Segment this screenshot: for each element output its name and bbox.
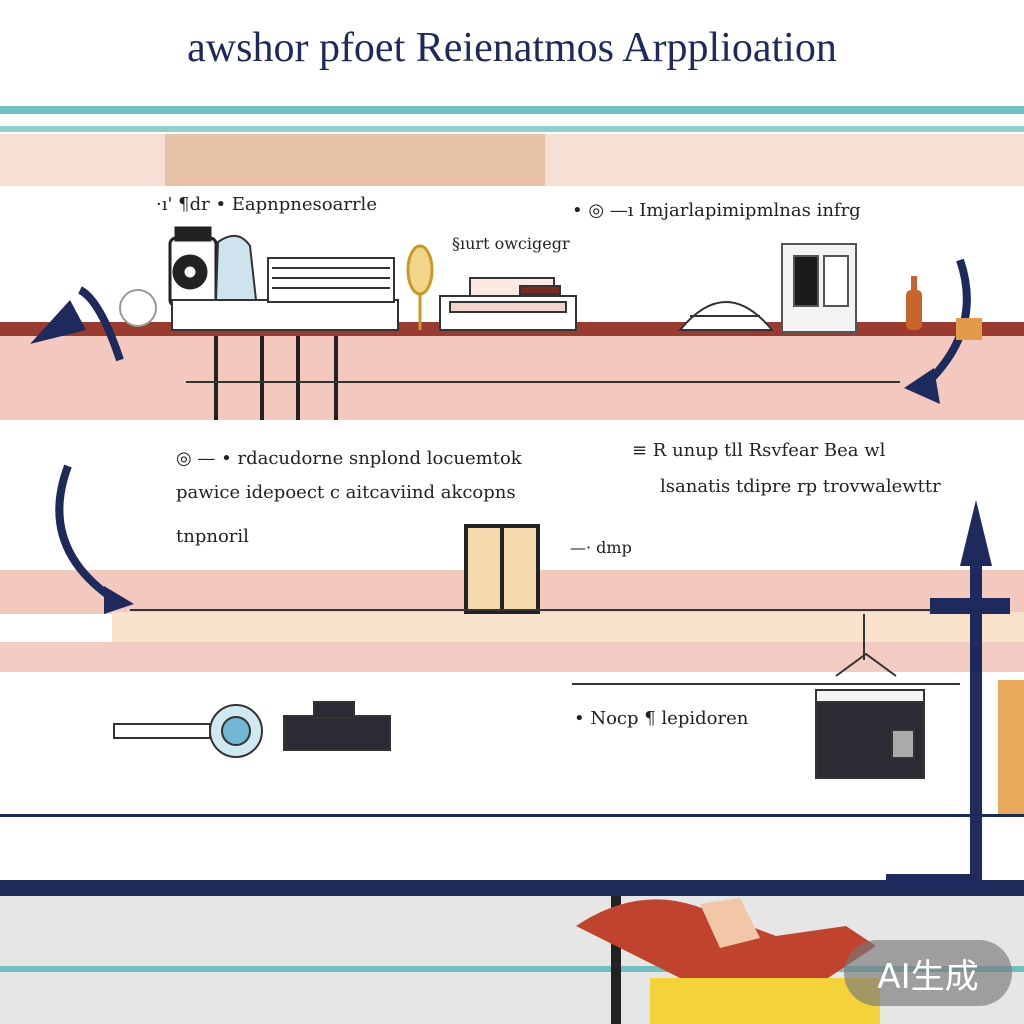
control-box-icon xyxy=(815,652,925,779)
peach-strip xyxy=(112,612,1024,642)
dome-icon xyxy=(677,301,775,331)
wheat-icon xyxy=(406,244,434,330)
bottle-icon xyxy=(906,276,922,330)
arrowhead-left-top xyxy=(30,300,86,344)
row2-mid-label: —· dmp xyxy=(570,538,632,557)
row2-right-line1: ≡ R unup tll Rsvfear Bea wl xyxy=(632,440,886,461)
arrowhead-left-mid xyxy=(104,586,134,614)
teal-rule-bottom xyxy=(0,966,1024,972)
worker-figure-icon xyxy=(576,898,880,1024)
arrowhead-right-top xyxy=(904,368,940,404)
row1-left-sublabel: §ıurt owcigegr xyxy=(452,234,570,253)
curved-arrow-left-mid xyxy=(55,464,115,602)
refrigerator-icon xyxy=(781,243,857,333)
row2-left-line3: tnpnoril xyxy=(176,526,249,547)
row2-left-line1: ◎ — • rdacudorne snplond locuemtok xyxy=(176,448,522,469)
coffee-machine-icon xyxy=(168,226,218,308)
navy-rule-bottom xyxy=(0,880,1024,896)
ai-generated-badge: AI生成 xyxy=(844,940,1012,1006)
pipe-crossbar xyxy=(930,598,1010,614)
row1-left-label: ·ı' ¶dr • Eapnpnesoarrle xyxy=(156,194,377,215)
cabinet-icon xyxy=(464,524,540,614)
tan-block-top xyxy=(165,134,545,186)
arrowhead-up xyxy=(960,500,992,566)
row1-right-label: • ◎ —ı Imjarlapimipmlnas infrg xyxy=(572,200,861,221)
wooden-side-block xyxy=(998,680,1024,814)
orange-clip xyxy=(956,318,982,340)
row2-left-line2: pawice idepoect c aitcaviind akcopns xyxy=(176,482,516,503)
conveyor-oven-icon xyxy=(171,257,399,331)
teal-rule-top xyxy=(0,106,1024,114)
curved-arrow-left-top xyxy=(77,286,124,362)
support-legs xyxy=(214,336,338,420)
bread-slicer-icon xyxy=(439,277,577,331)
pipe-elbow xyxy=(886,830,982,886)
mixer-icon xyxy=(214,235,258,301)
floor-line xyxy=(0,814,1024,817)
row2-right-line2: lsanatis tdipre rp trovwalewttr xyxy=(660,476,941,497)
row3-label: • Nocp ¶ lepidoren xyxy=(574,708,749,729)
teal-rule-second xyxy=(0,126,1024,132)
pump-icon xyxy=(113,701,391,758)
valve-icon xyxy=(119,289,157,327)
salmon-band-1 xyxy=(0,336,1024,420)
salmon-band-3 xyxy=(0,642,1024,672)
page-title: awshor pfoet Reienatmos Arpplioation xyxy=(187,25,837,71)
